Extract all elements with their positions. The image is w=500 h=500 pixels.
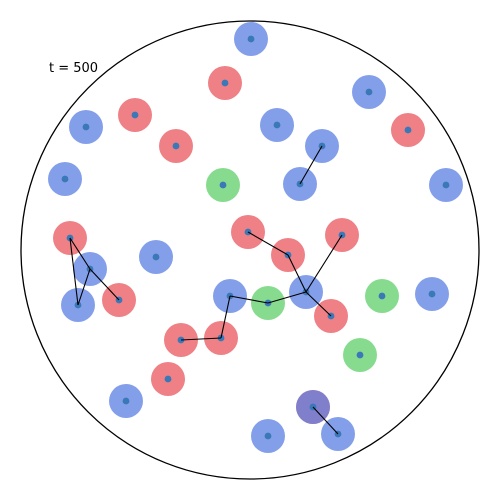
bond-line xyxy=(69,237,79,306)
particle-center-dot xyxy=(442,181,450,189)
bond-line xyxy=(267,291,307,304)
bond-line xyxy=(220,295,231,339)
particle-red xyxy=(208,66,242,100)
particle-center-dot xyxy=(247,35,255,43)
particle-blue xyxy=(260,108,294,142)
particles-layer xyxy=(48,22,463,453)
bond-line xyxy=(247,231,289,256)
particle-green xyxy=(343,338,377,372)
bond-line xyxy=(299,145,323,185)
particle-red xyxy=(118,98,152,132)
particle-center-dot xyxy=(152,253,160,261)
particle-blue xyxy=(251,419,285,453)
bond-line xyxy=(287,254,307,293)
particle-center-dot xyxy=(264,432,272,440)
particle-red xyxy=(391,113,425,147)
particle-center-dot xyxy=(219,181,227,189)
particle-blue xyxy=(429,168,463,202)
time-label: t = 500 xyxy=(49,61,99,76)
bond-line xyxy=(69,237,91,270)
particle-center-dot xyxy=(122,397,130,405)
particle-center-dot xyxy=(273,121,281,129)
particle-blue xyxy=(234,22,268,56)
particle-blue xyxy=(48,162,82,196)
bond-line xyxy=(180,337,222,341)
bond-line xyxy=(229,295,269,304)
particle-center-dot xyxy=(404,126,412,134)
particle-center-dot xyxy=(221,79,229,87)
particle-center-dot xyxy=(61,175,69,183)
bond-line xyxy=(77,268,91,306)
particle-blue xyxy=(352,75,386,109)
particle-center-dot xyxy=(378,292,386,300)
particle-center-dot xyxy=(82,123,90,131)
particle-center-dot xyxy=(428,290,436,298)
bond-line xyxy=(89,268,120,301)
bond-line xyxy=(305,291,332,317)
bonds-layer xyxy=(69,145,343,435)
particle-blue xyxy=(109,384,143,418)
bond-line xyxy=(305,234,343,293)
particle-center-dot xyxy=(164,375,172,383)
particle-blue xyxy=(69,110,103,144)
particle-center-dot xyxy=(131,111,139,119)
particle-center-dot xyxy=(356,351,364,359)
container-boundary xyxy=(20,20,480,480)
bond-line xyxy=(312,406,339,435)
particle-green xyxy=(365,279,399,313)
particle-red xyxy=(159,129,193,163)
particle-center-dot xyxy=(365,88,373,96)
particle-blue xyxy=(139,240,173,274)
particle-center-dot xyxy=(172,142,180,150)
particle-blue xyxy=(415,277,449,311)
particle-red xyxy=(151,362,185,396)
particle-green xyxy=(206,168,240,202)
